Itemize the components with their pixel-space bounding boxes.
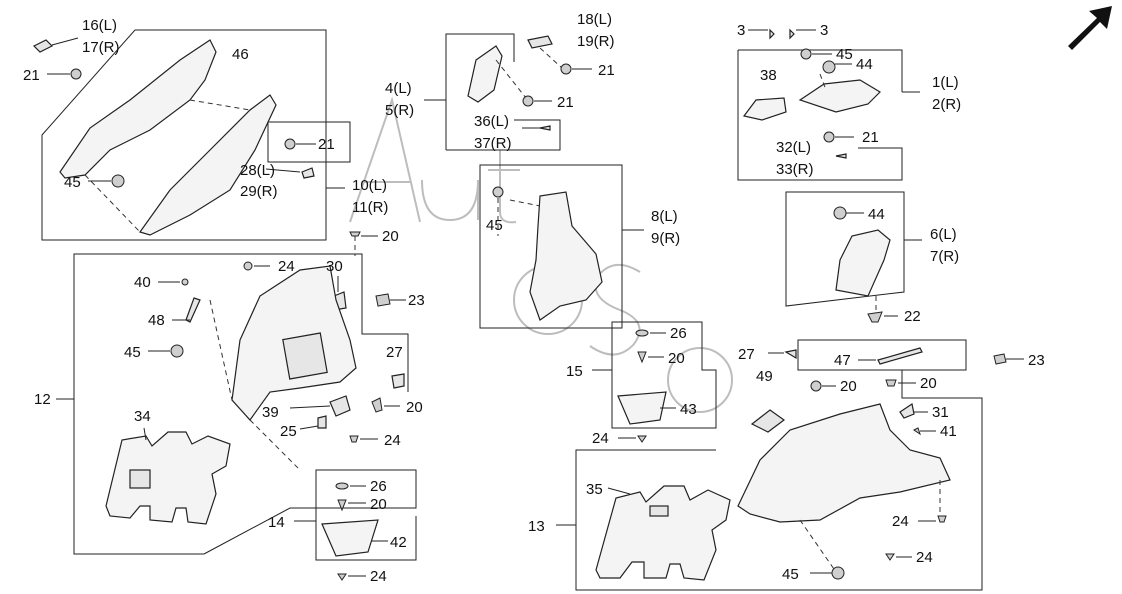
group-quarter-trim-lower (56, 253, 417, 555)
label-21e: 21 (862, 129, 879, 146)
group-pillar-trim-right (737, 28, 920, 181)
label-38: 38 (760, 67, 777, 84)
label-4L: 4(L) (385, 80, 412, 97)
label-20d: 20 (668, 350, 685, 367)
label-20c: 20 (370, 496, 387, 513)
label-22: 22 (904, 308, 921, 325)
label-43: 43 (680, 401, 697, 418)
label-26b: 26 (670, 325, 687, 342)
label-45a: 45 (64, 174, 81, 191)
label-31: 31 (932, 404, 949, 421)
front-direction-arrow (1068, 6, 1112, 50)
label-20e: 20 (840, 378, 857, 395)
label-37R: 37(R) (474, 135, 512, 152)
group-pillar-lower-right (785, 191, 922, 323)
label-21c: 21 (598, 62, 615, 79)
label-33R: 33(R) (776, 161, 814, 178)
label-36L: 36(L) (474, 113, 509, 130)
label-23a: 23 (408, 292, 425, 309)
label-47: 47 (834, 352, 851, 369)
label-5R: 5(R) (385, 102, 414, 119)
label-25: 25 (280, 423, 297, 440)
label-7R: 7(R) (930, 248, 959, 265)
label-3b: 3 (820, 22, 828, 39)
label-42: 42 (390, 534, 407, 551)
label-21a: 21 (23, 67, 40, 84)
label-32L: 32(L) (776, 139, 811, 156)
label-24f: 24 (916, 549, 933, 566)
label-23b: 23 (1028, 352, 1045, 369)
label-35: 35 (586, 481, 603, 498)
label-44b: 44 (868, 206, 885, 223)
label-8L: 8(L) (651, 208, 678, 225)
label-49: 49 (756, 368, 773, 385)
label-29R: 29(R) (240, 183, 278, 200)
label-12: 12 (34, 391, 51, 408)
group-lower-pillar (479, 164, 644, 329)
label-16L: 16(L) (82, 17, 117, 34)
label-39: 39 (262, 404, 279, 421)
label-17R: 17(R) (82, 39, 120, 56)
group-cupholder-left (294, 469, 417, 581)
label-41: 41 (940, 423, 957, 440)
label-19R: 19(R) (577, 33, 615, 50)
label-24e: 24 (892, 513, 909, 530)
label-21d: 21 (557, 94, 574, 111)
label-18L: 18(L) (577, 11, 612, 28)
label-6L: 6(L) (930, 226, 957, 243)
group-pillar-upper (424, 33, 592, 151)
label-20f: 20 (920, 375, 937, 392)
label-2R: 2(R) (932, 96, 961, 113)
label-40: 40 (134, 274, 151, 291)
label-11R: 11(R) (352, 199, 388, 216)
label-45b: 45 (836, 46, 853, 63)
label-9R: 9(R) (651, 230, 680, 247)
label-3a: 3 (737, 22, 745, 39)
label-30: 30 (326, 258, 343, 275)
label-26a: 26 (370, 478, 387, 495)
label-45c: 45 (486, 217, 503, 234)
label-24a: 24 (278, 258, 295, 275)
label-20b: 20 (406, 399, 423, 416)
label-24d: 24 (592, 430, 609, 447)
label-27b: 27 (738, 346, 755, 363)
label-15: 15 (566, 363, 583, 380)
group-quarter-trim-lower-right (556, 339, 1024, 591)
group-cupholder-right (592, 321, 717, 443)
label-44a: 44 (856, 56, 873, 73)
label-10L: 10(L) (352, 177, 387, 194)
label-24c: 24 (370, 568, 387, 585)
callout-labels: 16(L) 17(R) 46 21 45 21 28(L) 29(R) 10(L… (23, 11, 1045, 585)
label-24b: 24 (384, 432, 401, 449)
label-48: 48 (148, 312, 165, 329)
label-13: 13 (528, 518, 545, 535)
label-34: 34 (134, 408, 151, 425)
label-21b: 21 (318, 136, 335, 153)
label-46: 46 (232, 46, 249, 63)
label-14: 14 (268, 514, 285, 531)
label-28L: 28(L) (240, 162, 275, 179)
label-45d: 45 (124, 344, 141, 361)
label-27a: 27 (386, 344, 403, 361)
label-1L: 1(L) (932, 74, 959, 91)
group-quarter-trim-upper (32, 29, 378, 256)
label-45e: 45 (782, 566, 799, 583)
label-20a: 20 (382, 228, 399, 245)
